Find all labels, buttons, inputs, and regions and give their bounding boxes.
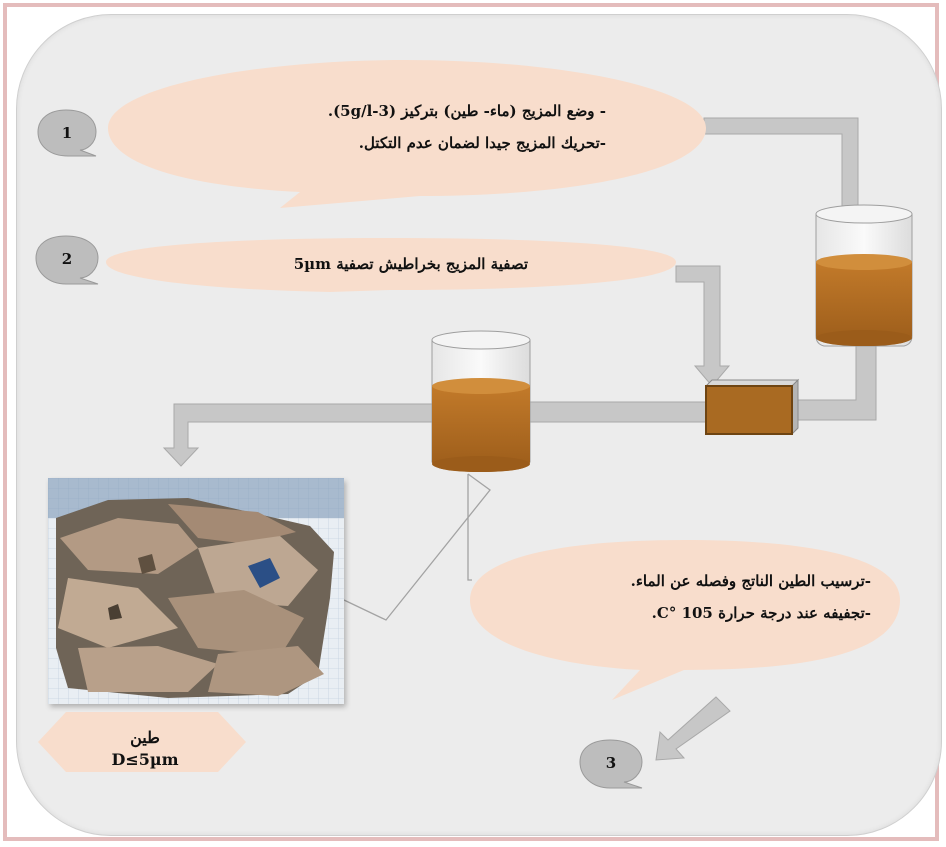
callout-line-bubble3: [467, 474, 472, 581]
step-number-3: 3: [605, 754, 617, 772]
callout-line-photo: [343, 473, 491, 621]
filter-cartridge: [704, 378, 800, 436]
step2-line-1: تصفية المزيج بخراطيش تصفية 5µm: [293, 255, 528, 273]
step-badge-3: [579, 739, 643, 789]
product-hexagon: [38, 712, 246, 772]
step2-text: تصفية المزيج بخراطيش تصفية 5µm: [294, 248, 528, 280]
bubble-step1: [108, 60, 706, 208]
beaker-2: [431, 330, 531, 472]
step-number-2: 2: [61, 250, 73, 268]
step-badge-2: [35, 235, 99, 285]
step-badge-1: [37, 109, 97, 157]
pipe-filter-to-beaker2: [529, 401, 707, 423]
step-number-1: 1: [61, 124, 73, 142]
arrow-beaker2-to-clay: [162, 403, 435, 467]
step3-line-1: -ترسيب الطين الناتج وفصله عن الماء.: [630, 572, 871, 590]
bubble-step2: [106, 238, 676, 292]
step3-text: -ترسيب الطين الناتج وفصله عن الماء. -تجف…: [631, 565, 871, 629]
step1-line-2: -تحريك المزيج جيدا لضمان عدم التكتل.: [358, 134, 606, 152]
step1-line-1: - وضع المزيج (ماء- طين) بتركيز (3-5g/l).: [327, 102, 606, 120]
clay-photo: [48, 478, 344, 704]
product-label: طين D≤5µm: [70, 727, 220, 771]
pipe-beaker1-to-filter: [791, 339, 877, 421]
arrow-step2-to-filter: [675, 265, 731, 387]
product-size: D≤5µm: [111, 750, 179, 769]
beaker-1: [815, 204, 913, 347]
product-name: طين: [130, 728, 160, 747]
step1-text: - وضع المزيج (ماء- طين) بتركيز (3-5g/l).…: [328, 95, 606, 159]
bubble-step3: [470, 540, 900, 700]
step3-line-2: -تجفيفه عند درجة حرارة 105 °C.: [651, 604, 871, 622]
arrow-to-step3: [655, 696, 731, 761]
pipe-step1-to-beaker1: [703, 117, 859, 211]
